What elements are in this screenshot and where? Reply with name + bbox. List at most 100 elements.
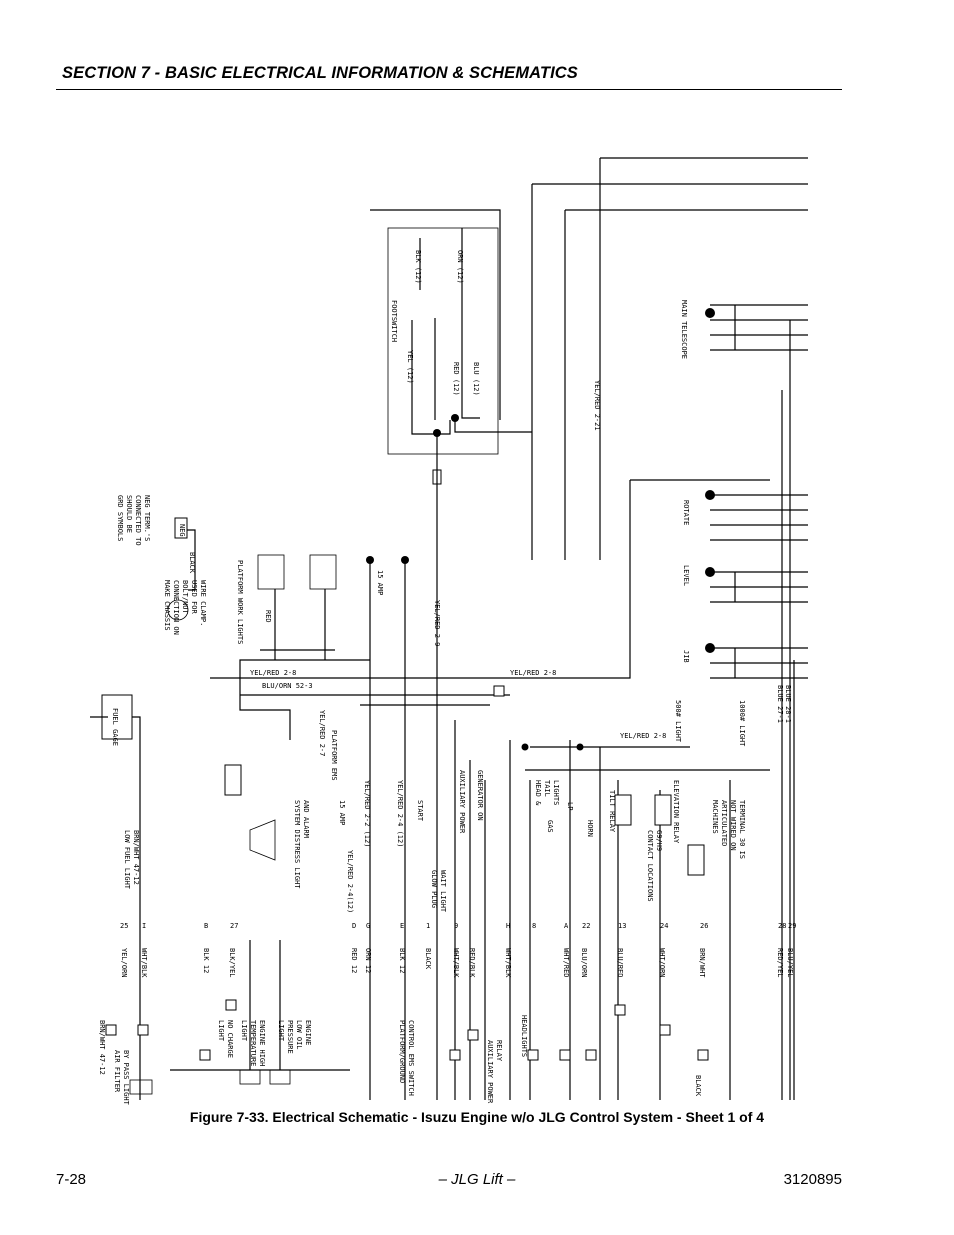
pin-E: E bbox=[400, 922, 404, 930]
head-tail-label-1: HEAD & bbox=[534, 780, 542, 806]
pin-8: 8 bbox=[532, 922, 536, 930]
wire-orn-12: ORN 12 bbox=[364, 948, 372, 973]
low-fuel-light-label: LOW FUEL LIGHT bbox=[123, 830, 131, 890]
yel-red-2-9-label: YEL/RED 2-9 bbox=[433, 600, 441, 646]
aux-relay-label-1: AUXILIARY POWER bbox=[486, 1040, 494, 1104]
footswitch-label: FOOTSWITCH bbox=[390, 300, 398, 342]
chassis-note-2: CONNECTION ON bbox=[172, 580, 180, 635]
pin-24: 24 bbox=[660, 922, 668, 930]
brn-wht-47-12b-label: BRN/WHT 47-12 bbox=[98, 1020, 106, 1075]
platform-ground-label-2: CONTROL EMS SWITCH bbox=[407, 1020, 415, 1096]
chassis-note-1: MAKE CHASSIS bbox=[163, 580, 171, 631]
bottom-lamp-1 bbox=[239, 1069, 261, 1085]
black-bottom-label: BLACK bbox=[694, 1075, 702, 1097]
pin-28: 28 bbox=[778, 922, 786, 930]
terminal-note-1: TERMINAL 30 IS bbox=[738, 800, 746, 859]
wire-wht-blk-b: WHT/BLK bbox=[452, 948, 460, 978]
pin-25: 25 bbox=[120, 922, 128, 930]
engine-high-temp-label-1: ENGINE HIGH bbox=[258, 1020, 266, 1066]
elevation-relay-label: ELEVATION RELAY bbox=[672, 780, 680, 844]
horn-label: HORN bbox=[586, 820, 594, 837]
wire-blk-yel: BLK/YEL bbox=[228, 948, 236, 978]
yel-red-2-8-label: YEL/RED 2-8 bbox=[250, 669, 296, 677]
document-number: 3120895 bbox=[783, 1171, 842, 1188]
air-filter-lamp bbox=[129, 1079, 153, 1095]
telescope-terminals bbox=[705, 304, 808, 351]
tilt-relay bbox=[614, 794, 632, 826]
chassis-note-4: USED FOR bbox=[190, 580, 198, 615]
pin-H: H bbox=[506, 922, 510, 930]
level-label: LEVEL bbox=[682, 565, 690, 586]
footswitch-box bbox=[387, 227, 499, 455]
pin-D: D bbox=[352, 922, 356, 930]
elevation-relay bbox=[687, 844, 705, 876]
contact-locations-label-1: CONTACT LOCATIONS bbox=[646, 830, 654, 902]
chassis-bolt bbox=[167, 599, 189, 621]
yel-red-2-8c-label: YEL/RED 2-8 bbox=[620, 732, 666, 740]
yel-red-2-8b-label: YEL/RED 2-8 bbox=[510, 669, 556, 677]
wire-blu-red: BLU/RED bbox=[616, 948, 624, 978]
pin-B: B bbox=[204, 922, 208, 930]
wire-blu-orn: BLU/ORN bbox=[580, 948, 588, 978]
air-filter-label-1: AIR FILTER bbox=[113, 1050, 121, 1093]
glow-plug-label-2: WAIT LIGHT bbox=[439, 870, 447, 913]
head-tail-label-3: LIGHTS bbox=[552, 780, 560, 805]
yel-red-2-4-label: YEL/RED 2-4 (12) bbox=[396, 780, 404, 847]
blk12-label: BLK (12) bbox=[414, 250, 422, 284]
contact-locations-label-2: G9/H9 bbox=[655, 830, 663, 851]
glow-plug-label-1: GLOW PLUG bbox=[430, 870, 438, 908]
start-label: START bbox=[416, 800, 424, 822]
neg-label: NEG bbox=[178, 524, 186, 537]
pin-A: A bbox=[564, 922, 569, 930]
wire-wht-blk-c: WHT/BLK bbox=[504, 948, 512, 978]
section-header: SECTION 7 - BASIC ELECTRICAL INFORMATION… bbox=[62, 64, 578, 82]
publisher: – JLG Lift – bbox=[438, 1171, 516, 1188]
engine-low-oil-label-4: LIGHT bbox=[277, 1020, 285, 1042]
chassis-note-3: BOLT/NUT bbox=[181, 580, 189, 615]
wire-blk-12b: BLK 12 bbox=[398, 948, 406, 973]
bottom-lamp-2 bbox=[269, 1069, 291, 1085]
system-distress-label-2: AND ALARM bbox=[302, 800, 310, 838]
yel-red-2-7-label: YEL/RED 2-7 bbox=[318, 710, 326, 756]
yel12-label: YEL (12) bbox=[406, 350, 414, 384]
work-light-2 bbox=[309, 554, 337, 590]
grd-note-4: NEG TERM.'S bbox=[143, 495, 151, 541]
red-label: RED bbox=[264, 610, 272, 623]
no-charge-label-1: NO CHARGE bbox=[226, 1020, 234, 1058]
no-charge-label-2: LIGHT bbox=[217, 1020, 225, 1042]
wire-wht-red: WHT/RED bbox=[562, 948, 570, 978]
blu-orn-52-3-label: BLU/ORN 52-3 bbox=[262, 682, 313, 690]
pin-G: G bbox=[366, 922, 370, 930]
pin-26: 26 bbox=[700, 922, 708, 930]
wire-yel-orn: YEL/ORN bbox=[120, 948, 128, 978]
blue-28-1-label: BLUE 28-1 bbox=[784, 685, 792, 723]
red12-label: RED (12) bbox=[452, 362, 460, 396]
grd-note-2: SHOULD BE bbox=[125, 495, 133, 533]
fuel-gage-label: FUEL GAGE bbox=[111, 708, 119, 746]
system-distress-label-1: SYSTEM DISTRESS LIGHT bbox=[293, 800, 301, 889]
headlights-label: HEADLIGHTS bbox=[520, 1015, 528, 1057]
pin-9: 9 bbox=[454, 922, 458, 930]
yel-red-2-4b-label: YEL/RED 2-4(12) bbox=[346, 850, 354, 913]
rotate-terminals bbox=[630, 479, 808, 541]
electrical-schematic: GRD SYMBOLS SHOULD BE CONNECTED TO NEG T… bbox=[90, 157, 808, 1105]
blu12-label: BLU (12) bbox=[472, 362, 480, 396]
level-terminals bbox=[705, 567, 808, 603]
aux-relay-label-2: RELAY bbox=[495, 1040, 503, 1062]
grd-note-1: GRD SYMBOLS bbox=[116, 495, 124, 541]
rotate-label: ROTATE bbox=[682, 500, 690, 525]
neg-terminal bbox=[174, 517, 188, 539]
tilt-relay-label: TILT RELAY bbox=[608, 790, 616, 833]
15-amp-label: 15 AMP bbox=[376, 570, 384, 595]
1000-light-label: 1000# LIGHT bbox=[738, 700, 746, 747]
relay-86-85 bbox=[224, 764, 242, 796]
alarm-speaker bbox=[249, 819, 276, 861]
pin-27: 27 bbox=[230, 922, 238, 930]
jib-terminals bbox=[705, 643, 808, 679]
engine-low-oil-label-2: LOW OIL bbox=[295, 1020, 303, 1050]
wire-red-12: RED 12 bbox=[350, 948, 358, 973]
wire-wht-blk: WHT/BLK bbox=[140, 948, 148, 978]
platform-ground-label-1: PLATFORM/GROUND bbox=[398, 1020, 406, 1083]
pin-1: 1 bbox=[426, 922, 430, 930]
pin-I: I bbox=[142, 922, 146, 930]
